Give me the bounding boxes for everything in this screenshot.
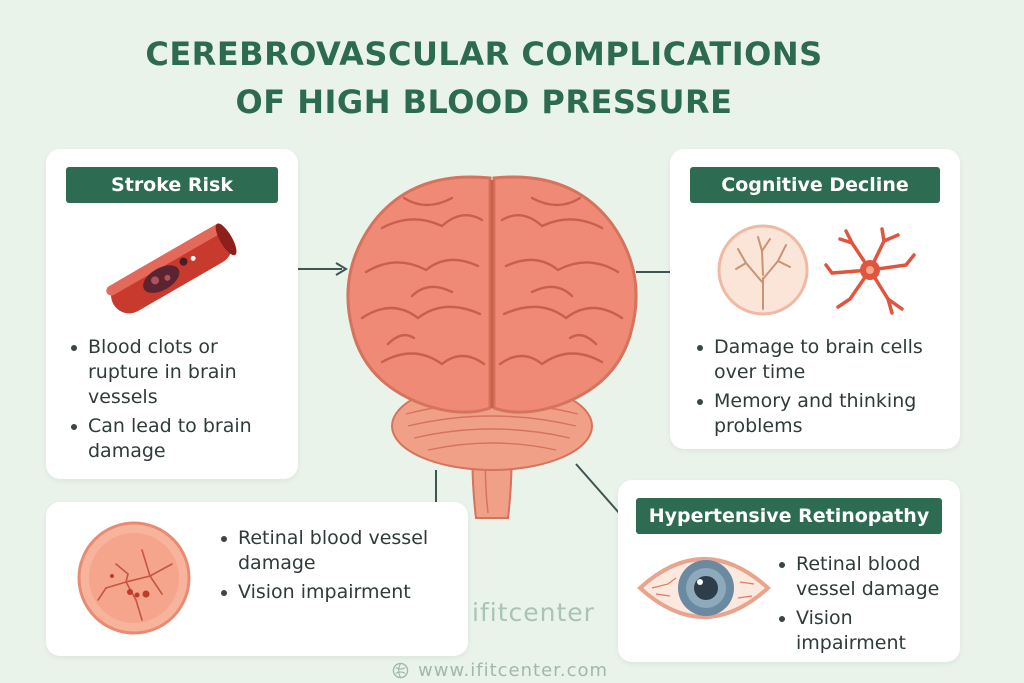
blood-vessel-icon (106, 223, 237, 314)
connector-retinopathy (575, 463, 621, 515)
connector-cognitive (636, 271, 670, 273)
title-line-2: OF HIGH BLOOD PRESSURE (235, 83, 733, 121)
stroke-risk-heading: Stroke Risk (66, 167, 278, 203)
vessel-tree-icon (717, 224, 809, 316)
list-item: Retinal blood vessel damage (776, 552, 956, 602)
list-item: Retinal blood vessel damage (218, 526, 458, 576)
hypertensive-retinopathy-heading: Hypertensive Retinopathy (636, 498, 942, 534)
stroke-risk-bullets: Blood clots or rupture in brain vessels … (68, 335, 288, 468)
list-item: Blood clots or rupture in brain vessels (68, 335, 288, 410)
connector-stroke (298, 268, 342, 270)
cognitive-decline-heading: Cognitive Decline (690, 167, 940, 203)
list-item: Damage to brain cells over time (694, 335, 956, 385)
eye-icon (637, 557, 771, 619)
hypertensive-retinopathy-bullets: Retinal blood vessel damage Vision impai… (776, 552, 956, 660)
page-title: CEREBROVASCULAR COMPLICATIONS OF HIGH BL… (0, 30, 968, 126)
stroke-risk-card: Stroke Risk Blood clots or rupture in br… (46, 149, 298, 479)
list-item: Can lead to brain damage (68, 414, 288, 464)
neuron-icon (824, 227, 916, 315)
list-item: Vision impairment (776, 606, 956, 656)
retinal-damage-card: Retinal blood vessel damage Vision impai… (46, 502, 468, 656)
cognitive-decline-card: Cognitive Decline Damage to brain (670, 149, 960, 449)
retinal-damage-bullets: Retinal blood vessel damage Vision impai… (218, 526, 458, 609)
cognitive-decline-bullets: Damage to brain cells over time Memory a… (694, 335, 956, 443)
watermark-logo: ifitcenter (472, 598, 595, 627)
list-item: Vision impairment (218, 580, 458, 605)
globe-icon (392, 662, 409, 679)
website-link[interactable]: www.ifitcenter.com (418, 660, 609, 681)
arrow-right-icon (335, 262, 348, 276)
connector-retinal-left (435, 470, 437, 504)
brain-illustration (346, 175, 638, 519)
list-item: Memory and thinking problems (694, 389, 956, 439)
retina-icon (77, 521, 191, 635)
hypertensive-retinopathy-card: Hypertensive Retinopathy Retinal blood v… (618, 480, 960, 662)
title-line-1: CEREBROVASCULAR COMPLICATIONS (145, 35, 823, 73)
